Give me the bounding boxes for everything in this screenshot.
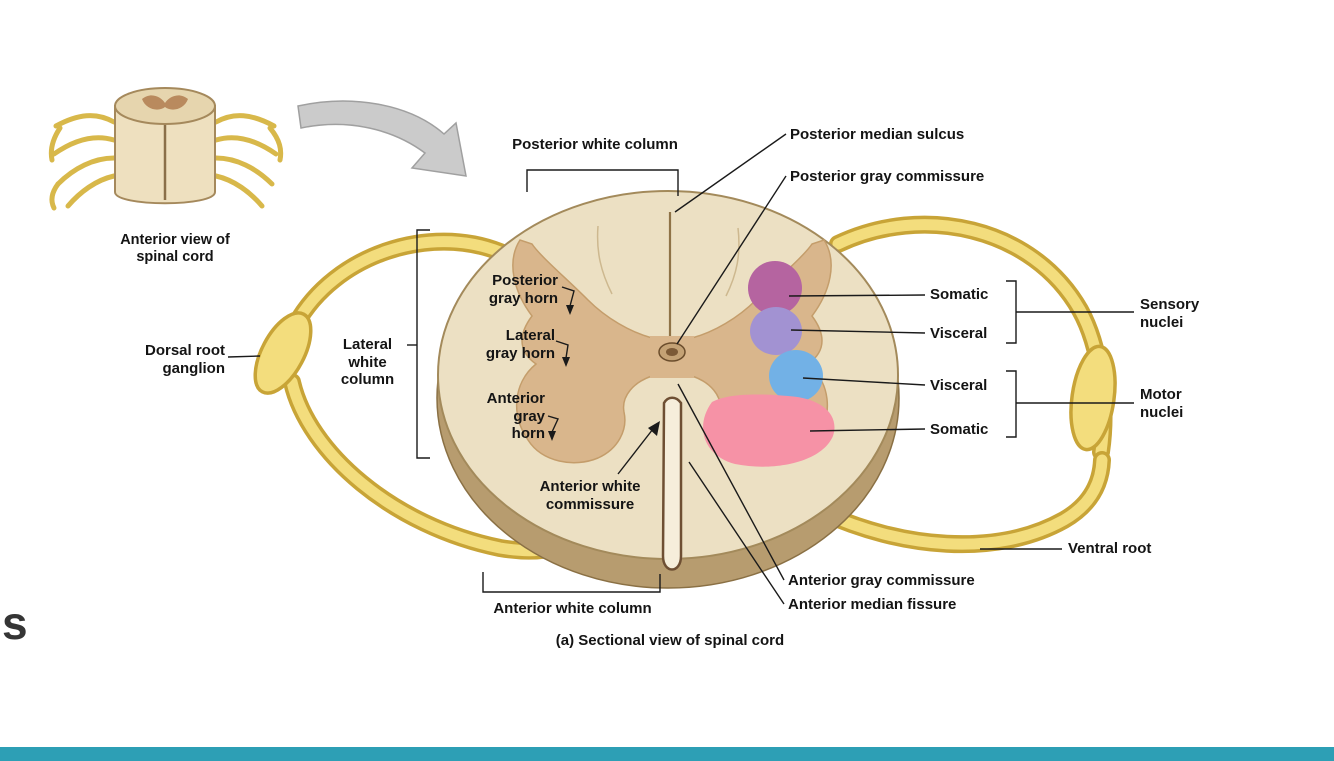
pointer-anterior-gray-horn [547,415,559,433]
central-canal [658,342,686,362]
label-visceral-motor: Visceral [930,377,988,394]
leader-anterior-median-fissure [688,461,785,605]
ventral-root-right [813,451,1111,554]
bracket-anterior-white-column [482,572,661,593]
somatic-sensory-nucleus-region [748,261,802,315]
label-posterior-median-sulcus: Posterior median sulcus [790,126,965,143]
inset-anterior-view-illustration [48,87,284,211]
label-dorsal-root-ganglion: Dorsal root ganglion [144,342,225,377]
pointer-posterior-gray-horn [561,286,575,307]
anterior-median-fissure-slit [661,396,683,571]
inset-nerve-roots-right [213,113,284,209]
leader-posterior-median-sulcus [674,133,787,213]
label-posterior-gray-horn: Posterior gray horn [488,272,558,307]
label-ventral-root: Ventral root [1068,540,1152,557]
label-lateral-white-column: Lateral white column [340,336,395,389]
arrowhead-posterior-gray-horn [566,305,574,315]
visceral-sensory-nucleus-region [750,307,802,355]
leader-dorsal-root-ganglion [227,355,261,358]
label-anterior-white-column: Anterior white column [493,600,652,617]
label-somatic-motor: Somatic [930,421,989,438]
label-anterior-white-commissure: Anterior white commissure [539,478,641,513]
right-root-swelling [1069,344,1117,452]
partial-heading-text: s [2,597,28,649]
label-lateral-gray-horn: Lateral gray horn [485,327,555,362]
surface-crease-right [725,227,740,297]
inset-gray-matter [142,95,188,110]
leader-visceral-motor [802,377,926,386]
pointer-lateral-gray-horn [555,340,569,359]
somatic-motor-nucleus-region [703,394,835,467]
leader-somatic-motor [809,428,926,432]
arrowheads [548,305,660,441]
label-anterior-median-fissure: Anterior median fissure [788,596,957,613]
visceral-motor-nucleus-region [769,350,823,402]
arrowhead-anterior-white-commissure [648,421,660,436]
surface-crease-left [596,225,613,295]
inset-nerve-roots-left [48,113,117,211]
label-visceral-sensory: Visceral [930,325,988,342]
dorsal-root-left [287,232,509,333]
inset-caption: Anterior view of spinal cord [120,232,230,266]
leader-posterior-gray-commissure [676,175,787,345]
pointer-anterior-white-commissure [617,428,654,475]
arrowhead-lateral-gray-horn [562,357,570,367]
label-posterior-gray-commissure: Posterior gray commissure [790,168,985,185]
label-anterior-gray-horn: Anterior gray horn [486,390,545,443]
section-caption: (a) Sectional view of spinal cord [555,632,785,649]
dorsal-root-ganglion-shape [253,311,313,395]
inset-pointer-arrow-icon [297,100,467,177]
label-sensory-nuclei: Sensory nuclei [1140,296,1200,331]
arrowhead-anterior-gray-horn [548,431,556,441]
bracket-posterior-white-column [526,169,679,196]
gray-horn-left-wing [512,239,653,464]
label-motor-nuclei: Motor nuclei [1140,386,1184,421]
bracket-motor-nuclei [1006,370,1017,438]
label-somatic-sensory: Somatic [930,286,989,303]
leader-lines [227,133,1134,605]
leader-anterior-gray-commissure [677,383,785,581]
bracket-lateral-white-column [416,229,430,459]
label-posterior-white-column: Posterior white column [512,136,678,153]
leader-somatic-sensory [788,294,926,297]
label-anterior-gray-commissure: Anterior gray commissure [788,572,975,589]
bottom-accent-bar [0,747,1334,761]
leader-visceral-sensory [790,329,926,334]
